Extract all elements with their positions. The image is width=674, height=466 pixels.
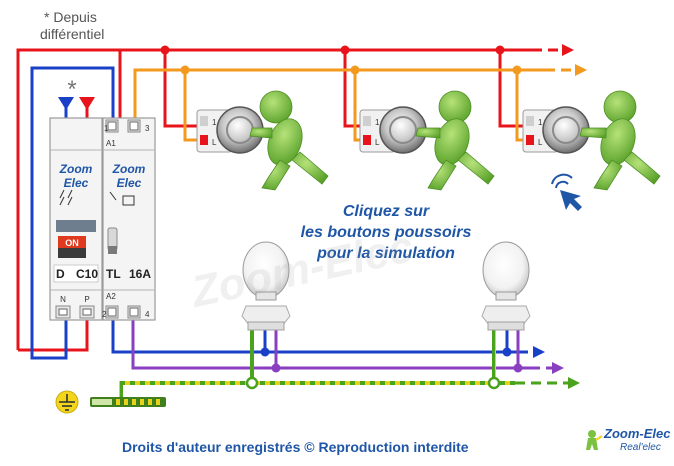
breaker-brand-2: Elec (64, 176, 89, 190)
earth-terminal-bar (90, 397, 166, 407)
copyright-notice: Droits d'auteur enregistrés © Reproducti… (122, 439, 469, 455)
pb2-term-l: L (375, 138, 380, 147)
breaker-term-n: N (60, 295, 66, 304)
bulb-2 (481, 241, 531, 331)
arrow-right-icon (533, 346, 545, 358)
push-button-3[interactable] (522, 106, 590, 154)
cta-line-2: les boutons poussoirs (300, 224, 472, 241)
relay-brand-1: Zoom (112, 162, 146, 176)
neutral-arrow-icon (58, 97, 74, 110)
simulation-instruction: Cliquez sur les boutons poussoirs pour l… (276, 201, 496, 264)
arrow-right-icon (575, 64, 587, 76)
pushing-figure-1 (249, 90, 329, 191)
bulb-1 (241, 241, 291, 331)
circuit-breaker (49, 117, 103, 321)
breaker-brand-1: Zoom (59, 162, 93, 176)
brand-name: Zoom-Elec (604, 426, 671, 441)
ground-symbol-icon (55, 390, 79, 414)
arrow-right-icon (552, 362, 564, 374)
breaker-letter: D (56, 267, 65, 281)
cta-line-1: Cliquez sur (342, 203, 430, 220)
relay-term-a2: A2 (106, 292, 116, 301)
pushing-figure-2 (415, 90, 495, 191)
push-button-2[interactable] (359, 106, 427, 154)
click-hand-icon[interactable] (551, 173, 582, 211)
brand-logo (586, 430, 603, 450)
note-line-2: différentiel (40, 26, 105, 42)
pb3-term-l: L (538, 138, 543, 147)
relay-term-3: 3 (145, 124, 150, 133)
arrow-right-icon (562, 44, 574, 56)
pb1-term-l: L (212, 138, 217, 147)
pb3-term-1: 1 (538, 118, 543, 127)
bulb-icon (242, 241, 290, 301)
breaker-term-p: P (84, 295, 89, 304)
relay-term-1: 1 (104, 124, 109, 133)
relay-type: TL (106, 267, 121, 281)
earth-wire (119, 330, 580, 401)
brand-tagline: Real'elec (620, 442, 661, 453)
pb2-term-1: 1 (375, 118, 380, 127)
note-line-1: * Depuis (44, 9, 97, 25)
bulb-icon (482, 241, 530, 301)
breaker-on-label: ON (65, 238, 79, 248)
relay-brand-2: Elec (117, 176, 142, 190)
lamp-return-wire (131, 320, 552, 370)
cta-line-3: pour la simulation (317, 245, 455, 262)
breaker-rating: C10 (76, 267, 98, 281)
relay-term-2: 2 (102, 310, 107, 319)
relay-rating: 16A (129, 267, 151, 281)
asterisk-label: * (67, 76, 76, 103)
relay-term-4: 4 (145, 310, 150, 319)
relay-term-a1: A1 (106, 139, 116, 148)
arrow-right-icon (568, 377, 580, 389)
impulse-relay (102, 117, 156, 321)
phase-arrow-icon (79, 97, 95, 110)
pb1-term-1: 1 (212, 118, 217, 127)
pushing-figure-3 (579, 90, 661, 191)
